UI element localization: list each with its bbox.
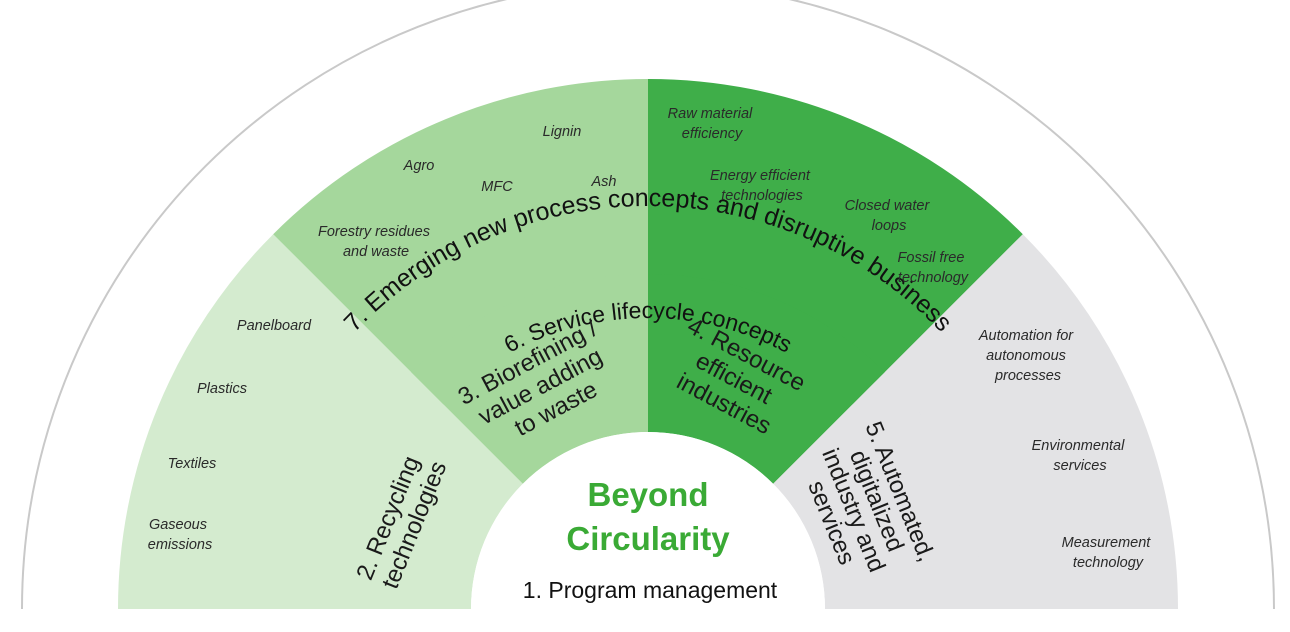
- inner-sector-biorefining: [411, 274, 648, 484]
- item-energy-efficient: Energy efficient technologies: [710, 168, 814, 204]
- inner-sector-recycling: [313, 372, 523, 609]
- item-automation-autonomous: Automation for autonomous processes: [978, 328, 1077, 384]
- item-agro: Agro: [403, 158, 435, 174]
- core-disc: [471, 432, 825, 609]
- inner-sector-automated: [773, 372, 983, 609]
- item-environmental-services: Environmental services: [1032, 438, 1129, 474]
- program-management-label: 1. Program management: [523, 577, 778, 603]
- item-plastics: Plastics: [197, 381, 247, 397]
- item-textiles: Textiles: [168, 456, 217, 472]
- item-fossil-free: Fossil free technology: [898, 250, 969, 286]
- item-closed-water-loops: Closed water loops: [845, 198, 934, 234]
- item-ash: Ash: [591, 174, 617, 190]
- core-title-line1: Beyond: [587, 476, 708, 513]
- item-raw-material-efficiency: Raw material efficiency: [668, 106, 757, 142]
- inner-sector-resource: [648, 274, 885, 484]
- item-mfc: MFC: [481, 179, 513, 195]
- item-forestry-residues: Forestry residues and waste: [318, 224, 434, 260]
- item-gaseous-emissions: Gaseous emissions: [148, 517, 212, 553]
- core-title-line2: Circularity: [566, 520, 730, 557]
- item-lignin: Lignin: [543, 124, 582, 140]
- item-measurement-technology: Measurement technology: [1062, 535, 1155, 571]
- item-panelboard: Panelboard: [237, 318, 312, 334]
